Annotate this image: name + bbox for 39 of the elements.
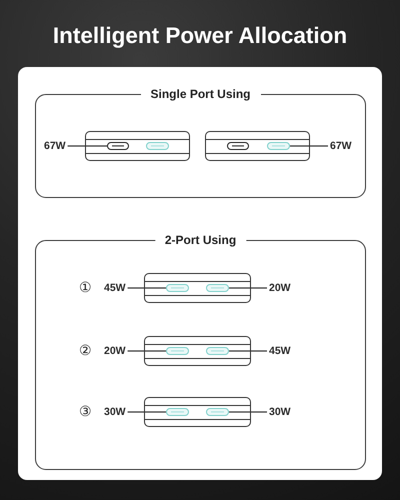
leader-line xyxy=(128,350,166,352)
wattage-label: 30W xyxy=(104,405,126,419)
wattage-label: 20W xyxy=(104,344,126,358)
usb-c-port-icon xyxy=(267,142,290,150)
leader-line xyxy=(229,411,267,413)
charger-body xyxy=(85,131,190,161)
charger-body xyxy=(144,273,251,303)
leader-line xyxy=(128,287,166,289)
leader-line xyxy=(68,145,107,147)
usb-c-port-icon xyxy=(206,347,229,355)
wattage-label: 67W xyxy=(44,139,66,153)
charger-body xyxy=(205,131,310,161)
step-number: ① xyxy=(79,280,92,296)
wattage-label: 67W xyxy=(330,139,352,153)
usb-c-port-icon xyxy=(166,408,189,416)
step-number: ② xyxy=(79,343,92,359)
wattage-label: 45W xyxy=(104,281,126,295)
wattage-label: 20W xyxy=(269,281,291,295)
wattage-label: 45W xyxy=(269,344,291,358)
wattage-label: 30W xyxy=(269,405,291,419)
usb-c-port-icon xyxy=(227,142,249,150)
usb-c-port-icon xyxy=(206,284,229,292)
section-frame xyxy=(35,86,366,198)
charger-body xyxy=(144,397,251,427)
page-title: Intelligent Power Allocation xyxy=(52,22,348,50)
leader-line xyxy=(290,145,328,147)
section-heading: 2-Port Using xyxy=(164,233,236,248)
step-number: ③ xyxy=(79,404,92,420)
leader-line xyxy=(229,287,267,289)
usb-c-port-icon xyxy=(146,142,169,150)
leader-line xyxy=(128,411,166,413)
section-frame xyxy=(35,232,366,470)
charger-body xyxy=(144,336,251,366)
usb-c-port-icon xyxy=(107,142,129,150)
leader-line xyxy=(229,350,267,352)
usb-c-port-icon xyxy=(166,284,189,292)
usb-c-port-icon xyxy=(206,408,229,416)
section-heading: Single Port Using xyxy=(150,87,250,102)
usb-c-port-icon xyxy=(166,347,189,355)
